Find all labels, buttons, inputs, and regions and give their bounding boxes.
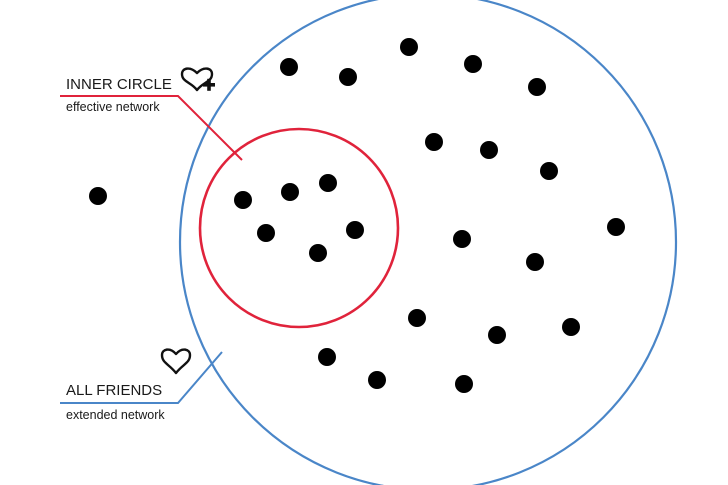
- stick-figure: [452, 375, 476, 444]
- heart-plus-icon: [180, 67, 215, 92]
- heart-icon: [160, 348, 192, 375]
- stick-figure: [306, 244, 330, 313]
- all-friends-callout-line: [60, 351, 223, 404]
- all-friends-title: ALL FRIENDS: [66, 382, 162, 399]
- all-friends-subtitle: extended network: [66, 408, 165, 422]
- all-friends-people: [277, 38, 628, 444]
- stick-figure: [316, 174, 340, 243]
- stick-figure: [315, 348, 339, 417]
- stick-figure: [461, 55, 485, 124]
- all-friends-circle: [178, 0, 678, 485]
- stick-figure: [525, 78, 549, 147]
- stick-figure: [254, 224, 278, 293]
- stick-figure: [523, 253, 547, 322]
- stick-figure-outside: [86, 187, 110, 256]
- stick-figure: [559, 318, 583, 387]
- inner-circle-callout-line: [60, 95, 243, 161]
- stick-figure: [450, 230, 474, 299]
- inner-circle-subtitle: effective network: [66, 100, 160, 114]
- stick-figure: [336, 68, 360, 137]
- all-friends-label: ALL FRIENDS extended network: [60, 348, 223, 422]
- stick-figure: [278, 183, 302, 252]
- inner-circle-ring: [198, 127, 400, 329]
- stick-figure: [485, 326, 509, 395]
- stick-figure: [397, 38, 421, 107]
- stick-figure: [365, 371, 389, 440]
- stick-figure: [604, 218, 628, 287]
- inner-circle-people: [231, 174, 367, 313]
- inner-circle-title: INNER CIRCLE: [66, 76, 172, 93]
- stick-figure: [277, 58, 301, 127]
- stick-figure: [231, 191, 255, 260]
- stick-figure: [477, 141, 501, 210]
- stick-figure: [405, 309, 429, 378]
- stick-figure: [343, 221, 367, 290]
- stick-figure: [422, 133, 446, 202]
- stick-figure: [537, 162, 561, 231]
- inner-circle-label: INNER CIRCLE effective network: [60, 67, 243, 161]
